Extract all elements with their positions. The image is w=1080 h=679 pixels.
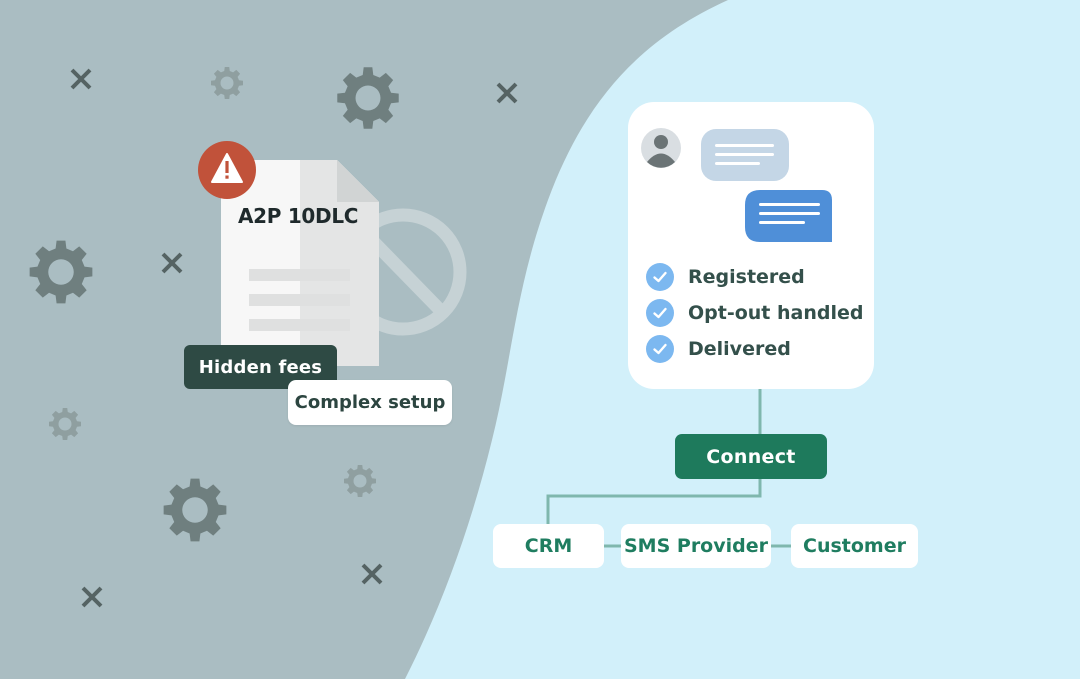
- received-message-bubble: [701, 129, 789, 181]
- check-icon: [646, 299, 674, 327]
- chat-thread: [641, 128, 832, 242]
- connect-button[interactable]: Connect: [675, 434, 827, 479]
- status-item-delivered: Delivered: [646, 334, 791, 364]
- node-crm: CRM: [493, 524, 604, 568]
- status-label: Delivered: [688, 338, 791, 360]
- user-avatar-icon: [641, 128, 681, 168]
- gear-icon: [29, 240, 93, 304]
- node-customer: Customer: [791, 524, 918, 568]
- status-label: Opt-out handled: [688, 302, 864, 324]
- document: [221, 160, 379, 366]
- check-icon: [646, 263, 674, 291]
- connector-lines: [546, 389, 791, 548]
- check-icon: [646, 335, 674, 363]
- status-label: Registered: [688, 266, 805, 288]
- complex-setup-tag: Complex setup: [288, 380, 452, 425]
- node-sms-provider: SMS Provider: [621, 524, 771, 568]
- sent-message-bubble: [745, 190, 832, 242]
- warning-icon: [198, 141, 256, 199]
- document-title: A2P 10DLC: [238, 204, 359, 228]
- status-item-opt-out: Opt-out handled: [646, 298, 863, 328]
- status-item-registered: Registered: [646, 262, 805, 292]
